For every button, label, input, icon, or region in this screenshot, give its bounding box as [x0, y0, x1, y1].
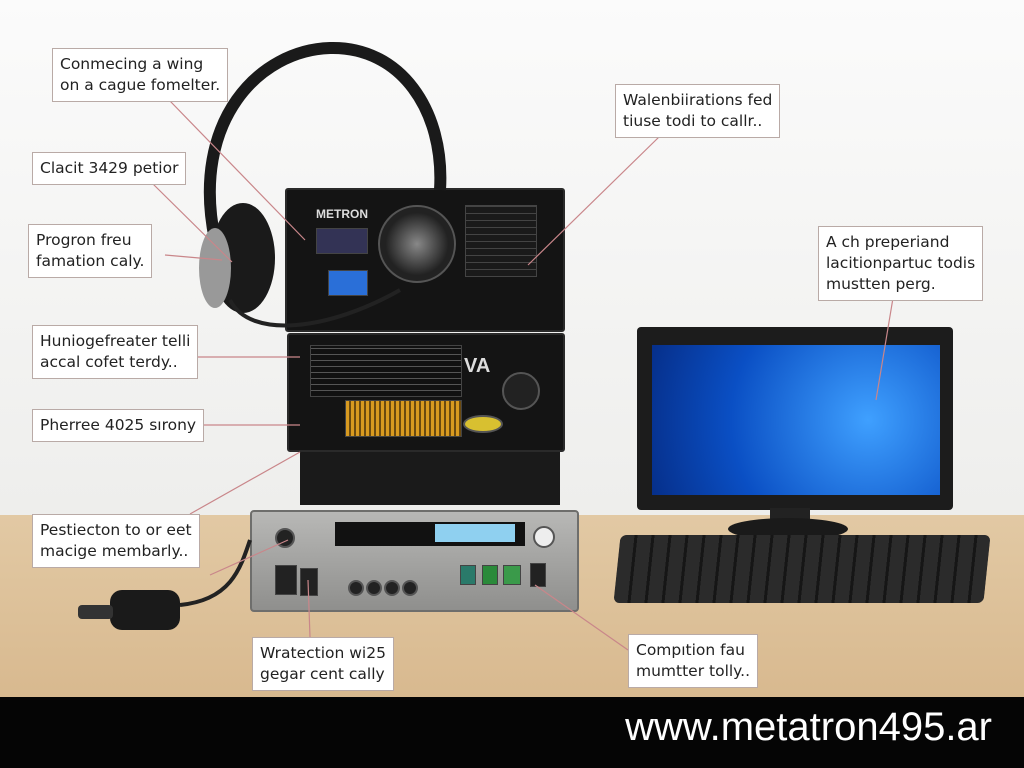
jack	[384, 580, 400, 596]
port	[482, 565, 498, 585]
speaker-dial	[378, 205, 456, 283]
jack	[402, 580, 418, 596]
monitor-stand	[728, 518, 848, 540]
upper-brand-label: METRON	[316, 207, 368, 221]
rotary-knob	[502, 372, 540, 410]
computer-monitor	[637, 327, 953, 510]
headphone-cable	[228, 288, 401, 328]
power-cable	[179, 539, 252, 607]
callout-pherree: Pherree 4025 sırony	[32, 409, 205, 442]
power-socket	[275, 565, 297, 595]
callout-wratection: Wratection wi25 gegar cent cally	[252, 637, 394, 691]
rack-stand	[300, 450, 560, 505]
callout-progron: Progron freu famation caly.	[28, 224, 153, 278]
lcd-display	[435, 524, 515, 542]
headphone-hinge	[199, 228, 231, 308]
port	[503, 565, 521, 585]
display-panel	[316, 228, 368, 254]
power-button	[533, 526, 555, 548]
equalizer-display	[345, 400, 462, 437]
monitor-screen	[652, 345, 940, 495]
jack	[366, 580, 382, 596]
callout-connecting: Conmecing a wing on a cague fomelter.	[52, 48, 229, 102]
callout-preperiand: A ch preperiand lacitionpartuc todis mus…	[818, 226, 984, 301]
footer-url: www.metatron495.ar	[625, 705, 992, 749]
port	[460, 565, 476, 585]
callout-clacit: Clacit 3429 petior	[32, 152, 187, 185]
callout-huniogefreater: Huniogefreater telli accal cofet terdy..	[32, 325, 199, 379]
info-panel	[310, 345, 462, 397]
callout-walenbiirations: Walenbiirations fed tiuse todi to callr.…	[615, 84, 781, 138]
callout-pestiecton: Pestiecton to or eet macige membarly..	[32, 514, 200, 568]
plug-tip	[78, 605, 113, 619]
control-labels	[465, 205, 537, 277]
footer-bar: www.metatron495.ar	[0, 697, 1024, 768]
power-plug	[110, 590, 180, 630]
badge	[463, 415, 503, 433]
blue-display	[328, 270, 368, 296]
leader-lines	[152, 100, 894, 651]
jack	[348, 580, 364, 596]
callout-compution: Compıtion fau mumtter tolly..	[628, 634, 759, 688]
lower-brand-label: VA	[464, 355, 491, 377]
